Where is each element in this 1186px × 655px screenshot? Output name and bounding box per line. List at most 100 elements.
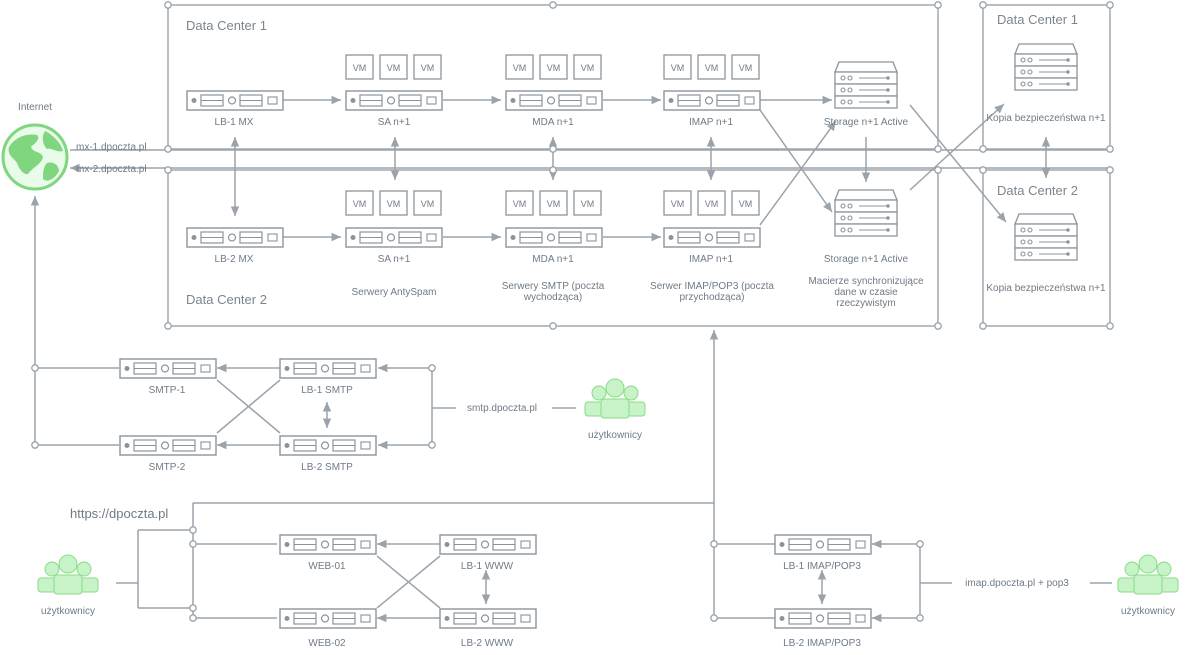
dc1-imap-label: IMAP n+1 bbox=[688, 117, 734, 128]
svg-text:VM: VM bbox=[421, 199, 435, 209]
junction-dot-17 bbox=[549, 1, 557, 9]
svg-text:VM: VM bbox=[739, 199, 753, 209]
junction-dot-24 bbox=[428, 441, 436, 449]
junction-dot-5 bbox=[934, 1, 942, 9]
junction-dots bbox=[31, 1, 1114, 622]
svg-text:VM: VM bbox=[547, 63, 561, 73]
junction-dot-25 bbox=[189, 526, 197, 534]
dc2-imap-label: IMAP n+1 bbox=[688, 254, 734, 265]
internet-globe-icon bbox=[1, 123, 69, 191]
dc1-lb-device bbox=[186, 90, 284, 111]
dc2-sa-device bbox=[345, 227, 443, 248]
junction-dot-12 bbox=[979, 322, 987, 330]
web01-label: WEB-01 bbox=[308, 561, 346, 572]
smtp-servers-caption: Serwery SMTP (poczta wychodząca) bbox=[501, 281, 605, 303]
dc2-storage-icon bbox=[834, 189, 898, 237]
junction-dot-27 bbox=[189, 604, 197, 612]
dc2-title: Data Center 2 bbox=[186, 292, 267, 307]
smtp2-device bbox=[119, 435, 217, 456]
dc2-mda-device bbox=[505, 227, 603, 248]
lb2-smtp-device bbox=[279, 435, 377, 456]
junction-dot-9 bbox=[979, 1, 987, 9]
dc2-mda-label: MDA n+1 bbox=[532, 254, 574, 265]
lb2-www-label: LB-2 WWW bbox=[460, 638, 514, 649]
lb2-www-device bbox=[439, 608, 537, 629]
dc2-sa-label: SA n+1 bbox=[377, 254, 411, 265]
web02-label: WEB-02 bbox=[308, 638, 346, 649]
backup2-storage-icon bbox=[1014, 213, 1078, 261]
junction-dot-29 bbox=[710, 540, 718, 548]
mx1-label: mx-1.dpoczta.pl bbox=[76, 142, 147, 153]
imap-users-label: użytkownicy bbox=[1121, 606, 1175, 617]
dc2-imap-device bbox=[663, 227, 761, 248]
junction-dot-18 bbox=[549, 322, 557, 330]
dc1-storage-label: Storage n+1 Active bbox=[823, 117, 909, 128]
imap-servers-caption: Serwer IMAP/POP3 (poczta przychodząca) bbox=[650, 281, 774, 303]
lb2-smtp-label: LB-2 SMTP bbox=[301, 462, 353, 473]
junction-dot-22 bbox=[31, 441, 39, 449]
dc2-mda-vm-2: VM bbox=[539, 190, 568, 216]
junction-dot-23 bbox=[428, 364, 436, 372]
svg-text:VM: VM bbox=[387, 199, 401, 209]
svg-text:VM: VM bbox=[739, 63, 753, 73]
junction-dot-15 bbox=[1106, 166, 1114, 174]
dc2-backup-title: Data Center 2 bbox=[997, 183, 1078, 198]
lb1-smtp-label: LB-1 SMTP bbox=[301, 385, 353, 396]
junction-dot-14 bbox=[1106, 145, 1114, 153]
imap-users-icon bbox=[1117, 554, 1179, 595]
dc2-imap-vm-1: VM bbox=[663, 190, 692, 216]
junction-dot-6 bbox=[934, 145, 942, 153]
junction-dot-1 bbox=[164, 1, 172, 9]
junction-dot-16 bbox=[1106, 322, 1114, 330]
users-layer bbox=[37, 378, 1179, 595]
svg-text:VM: VM bbox=[387, 63, 401, 73]
smtp-users-icon bbox=[584, 378, 646, 419]
junction-dot-7 bbox=[934, 166, 942, 174]
smtp-users-label: użytkownicy bbox=[588, 430, 642, 441]
dc1-sa-device bbox=[345, 90, 443, 111]
lb1-www-label: LB-1 WWW bbox=[460, 561, 514, 572]
lb1-www-device bbox=[439, 534, 537, 555]
junction-dot-32 bbox=[916, 614, 924, 622]
www-users-icon bbox=[37, 554, 99, 595]
junction-dot-10 bbox=[979, 145, 987, 153]
lb1-smtp-device bbox=[279, 358, 377, 379]
smtp-host-label: smtp.dpoczta.pl bbox=[466, 403, 538, 414]
junction-dot-28 bbox=[189, 614, 197, 622]
dc2-sa-vm-2: VM bbox=[379, 190, 408, 216]
dc2-sa-vm-3: VM bbox=[413, 190, 442, 216]
mx2-label: mx-2.dpoczta.pl bbox=[76, 164, 147, 175]
junction-dot-2 bbox=[164, 145, 172, 153]
junction-dot-13 bbox=[1106, 1, 1114, 9]
lb2-imap-label: LB-2 IMAP/POP3 bbox=[783, 638, 861, 649]
svg-text:VM: VM bbox=[705, 199, 719, 209]
dc1-sa-vm-3: VM bbox=[413, 54, 442, 80]
imap-host-label: imap.dpoczta.pl + pop3 bbox=[965, 578, 1069, 589]
dc1-mda-label: MDA n+1 bbox=[532, 117, 574, 128]
svg-text:VM: VM bbox=[671, 199, 685, 209]
svg-text:VM: VM bbox=[547, 199, 561, 209]
dc1-storage-icon bbox=[834, 61, 898, 109]
junction-dot-4 bbox=[164, 322, 172, 330]
www-users-label: użytkownicy bbox=[41, 606, 95, 617]
junction-dot-30 bbox=[710, 614, 718, 622]
storage-layer bbox=[834, 43, 1078, 261]
svg-text:VM: VM bbox=[353, 199, 367, 209]
web01-device bbox=[279, 534, 377, 555]
lb1-imap-device bbox=[774, 534, 872, 555]
junction-dot-21 bbox=[31, 364, 39, 372]
internet-label: Internet bbox=[18, 102, 52, 113]
junction-dot-20 bbox=[549, 166, 557, 174]
dc1-imap-vm-2: VM bbox=[697, 54, 726, 80]
dc2-imap-vm-3: VM bbox=[731, 190, 760, 216]
dc2-mda-vm-1: VM bbox=[505, 190, 534, 216]
dc1-imap-device bbox=[663, 90, 761, 111]
junction-dot-3 bbox=[164, 166, 172, 174]
lb1-imap-label: LB-1 IMAP/POP3 bbox=[783, 561, 861, 572]
dc1-title: Data Center 1 bbox=[186, 18, 267, 33]
antispam-caption: Serwery AntySpam bbox=[351, 287, 437, 298]
junction-dot-31 bbox=[916, 540, 924, 548]
